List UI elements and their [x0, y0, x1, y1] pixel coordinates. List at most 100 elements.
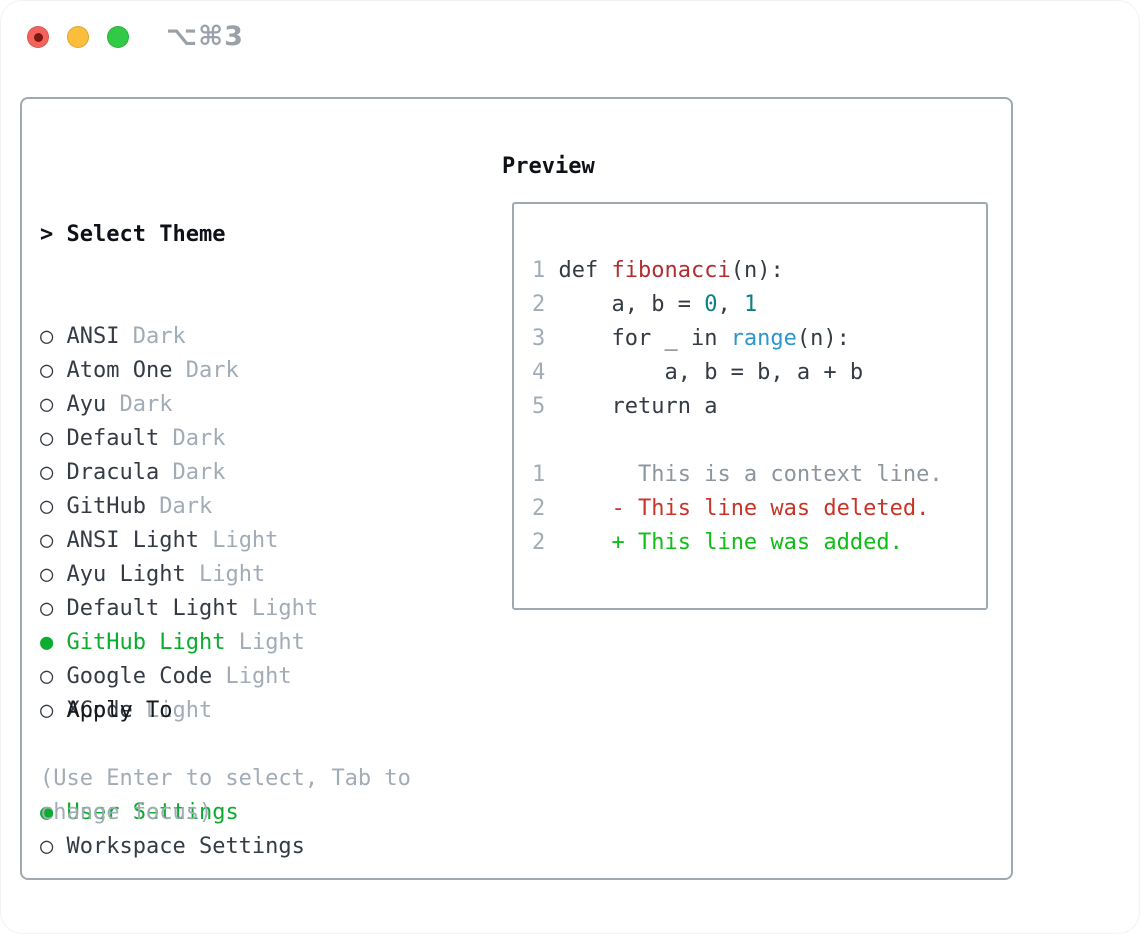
close-button[interactable] — [27, 26, 49, 48]
apply-option-label: Workspace Settings — [66, 834, 305, 859]
selected-radio-icon: ● — [40, 800, 67, 825]
line-number: 1 — [532, 258, 559, 283]
radio-icon: ○ — [40, 494, 67, 519]
apply-to-header-row: Apply To — [40, 694, 305, 728]
theme-name: ANSI — [66, 324, 120, 349]
window-title: ⌥⌘3 — [166, 21, 244, 52]
zoom-button[interactable] — [107, 26, 129, 48]
radio-icon: ○ — [40, 698, 67, 723]
theme-list-header: > Select Theme — [40, 218, 318, 252]
code-line: 3 for _ in range(n): — [532, 322, 943, 356]
theme-name: Default Light — [66, 596, 239, 621]
radio-icon: ○ — [40, 392, 67, 417]
theme-variant: Light — [185, 562, 266, 587]
code-token-plain — [559, 530, 612, 555]
keyboard-hint: (Use Enter to select, Tab to change focu… — [40, 766, 411, 825]
theme-item-ayu-light[interactable]: ○ Ayu Light Light — [40, 558, 318, 592]
code-token-deleted: - This line was deleted. — [611, 496, 930, 521]
theme-list: > Select Theme ○ ANSI Dark○ Atom One Dar… — [40, 150, 318, 728]
radio-icon: ○ — [40, 664, 67, 689]
selected-radio-icon: ● — [40, 630, 67, 655]
radio-icon: ○ — [40, 562, 67, 587]
theme-settings-panel: > Select Theme ○ ANSI Dark○ Atom One Dar… — [20, 97, 1013, 880]
radio-icon: ○ — [40, 358, 67, 383]
code-token-num: 1 — [743, 292, 758, 317]
theme-variant: Dark — [159, 426, 226, 451]
apply-option-workspace-settings[interactable]: ○ Workspace Settings — [40, 830, 305, 864]
preview-title: Preview — [502, 154, 595, 179]
theme-name: Ayu — [66, 392, 107, 417]
code-line: 2 a, b = 0, 1 — [532, 288, 943, 322]
radio-icon: ○ — [40, 528, 67, 553]
line-number: 5 — [532, 394, 559, 419]
line-number: 2 — [532, 530, 559, 555]
code-token-plain: a, b = b, a + b — [558, 360, 864, 385]
theme-variant: Dark — [119, 324, 186, 349]
line-number: 1 — [532, 462, 559, 487]
code-token-num: 0 — [704, 292, 718, 317]
code-token-plain: for _ in — [558, 326, 731, 351]
apply-option-user-settings[interactable]: ● User Settings — [40, 796, 305, 830]
code-token-plain: , — [717, 292, 744, 317]
theme-item-dracula[interactable]: ○ Dracula Dark — [40, 456, 318, 490]
code-token-builtin: range — [730, 326, 797, 351]
theme-item-ayu[interactable]: ○ Ayu Dark — [40, 388, 318, 422]
radio-icon: ○ — [40, 324, 67, 349]
code-line: 2 + This line was added. — [532, 526, 943, 560]
theme-variant: Light — [212, 664, 292, 689]
theme-item-ansi[interactable]: ○ ANSI Dark — [40, 320, 318, 354]
code-line: 2 - This line was deleted. — [532, 492, 943, 526]
line-number: 4 — [532, 360, 559, 385]
code-token-plain: return a — [558, 394, 718, 419]
line-number: 3 — [532, 326, 559, 351]
theme-name: Dracula — [66, 460, 160, 485]
theme-item-ansi-light[interactable]: ○ ANSI Light Light — [40, 524, 318, 558]
traffic-lights — [27, 26, 129, 48]
page-title: Select Theme — [66, 222, 226, 247]
code-token-func: fibonacci — [611, 258, 731, 283]
theme-variant: Dark — [159, 460, 226, 485]
radio-icon: ○ — [40, 426, 67, 451]
code-line: 1 def fibonacci(n): — [532, 254, 943, 288]
titlebar: ⌥⌘3 — [0, 0, 1140, 74]
code-line: 5 return a — [532, 390, 943, 424]
theme-item-github-light[interactable]: ● GitHub Light Light — [40, 626, 318, 660]
theme-name: GitHub Light — [66, 630, 226, 655]
close-dot-icon — [33, 32, 43, 42]
line-number: 2 — [532, 292, 559, 317]
blank-line — [532, 424, 943, 458]
minimize-button[interactable] — [67, 26, 89, 48]
theme-item-default-light[interactable]: ○ Default Light Light — [40, 592, 318, 626]
code-token-plain: def — [558, 258, 612, 283]
theme-variant: Light — [132, 698, 213, 723]
theme-variant: Light — [238, 596, 319, 621]
code-token-plain: a, b = — [558, 292, 705, 317]
theme-item-xcode[interactable]: ○ XCode Light — [40, 694, 318, 728]
apply-to-title: Apply To — [66, 698, 173, 723]
code-token-added: + This line was added. — [611, 530, 903, 555]
theme-item-default[interactable]: ○ Default Dark — [40, 422, 318, 456]
prompt-caret-icon: > — [40, 222, 67, 247]
theme-name: Default — [66, 426, 160, 451]
code-token-context: This is a context line. — [558, 462, 943, 487]
theme-item-github[interactable]: ○ GitHub Dark — [40, 490, 318, 524]
theme-name: ANSI Light — [66, 528, 199, 553]
radio-icon: ○ — [40, 596, 67, 621]
theme-name: Google Code — [66, 664, 213, 689]
radio-icon: ○ — [40, 834, 67, 859]
theme-item-atom-one[interactable]: ○ Atom One Dark — [40, 354, 318, 388]
code-token-plain: (n): — [796, 326, 850, 351]
theme-variant: Light — [225, 630, 305, 655]
code-token-plain: (n): — [730, 258, 784, 283]
theme-variant: Dark — [145, 494, 213, 519]
code-line: 1 This is a context line. — [532, 458, 943, 492]
theme-name: Atom One — [66, 358, 173, 383]
radio-icon: ○ — [40, 460, 67, 485]
theme-variant: Dark — [172, 358, 239, 383]
apply-option-label: User Settings — [66, 800, 239, 825]
theme-item-google-code[interactable]: ○ Google Code Light — [40, 660, 318, 694]
theme-name: GitHub — [66, 494, 146, 519]
